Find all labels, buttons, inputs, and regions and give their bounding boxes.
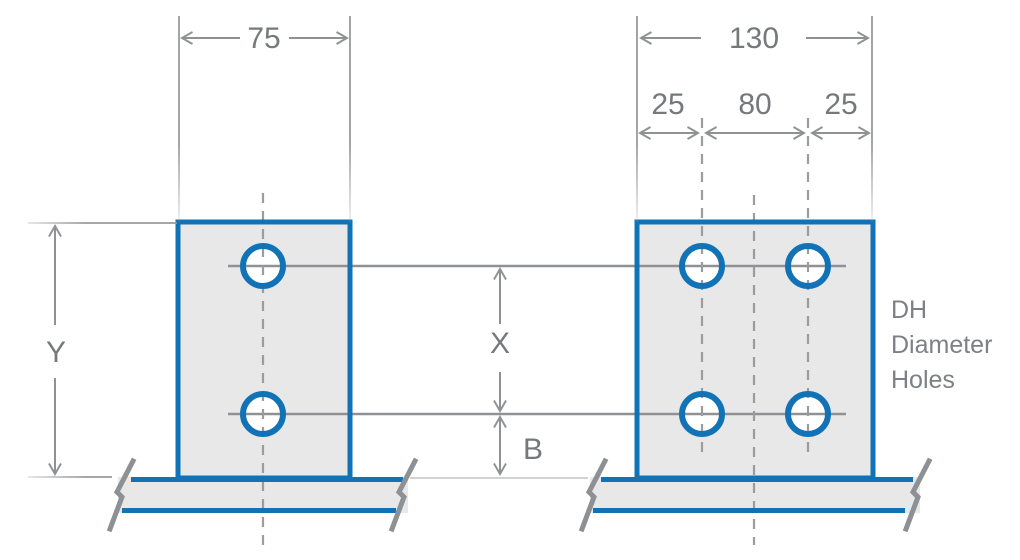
bolt-hole bbox=[785, 243, 831, 289]
dim-vertical-hole-spacing-label: X bbox=[490, 327, 510, 360]
dim-left-edge-offset-label: 25 bbox=[651, 88, 684, 121]
dimension-vertical-hole-spacing: X bbox=[490, 267, 510, 413]
hole-row-lines bbox=[228, 264, 846, 416]
dim-base-to-lower-hole-label: B bbox=[523, 433, 543, 466]
bolt-hole bbox=[240, 243, 286, 289]
dimension-left-plate-width: 75 bbox=[180, 22, 349, 55]
holes-note-line-1: DH bbox=[891, 296, 927, 324]
holes-note-line-2: Diameter bbox=[891, 331, 992, 359]
bolt-hole bbox=[679, 391, 725, 437]
bolt-hole bbox=[785, 391, 831, 437]
dim-right-edge-offset-label: 25 bbox=[824, 88, 857, 121]
dimension-base-to-lower-hole: B bbox=[493, 415, 543, 476]
dim-right-plate-width-label: 130 bbox=[729, 22, 779, 55]
extension-lines bbox=[28, 16, 873, 479]
right-plate-fill bbox=[637, 222, 873, 478]
dimension-overall-height: Y bbox=[46, 224, 66, 476]
bolt-hole bbox=[240, 391, 286, 437]
bolt-hole bbox=[679, 243, 725, 289]
hole-rings bbox=[240, 243, 831, 437]
dimension-right-plate-width: 130 bbox=[639, 22, 870, 55]
dimension-right-hole-layout: 25 80 25 bbox=[638, 88, 871, 140]
base-rail-edges bbox=[122, 477, 913, 513]
break-symbol bbox=[106, 457, 137, 533]
dim-overall-height-label: Y bbox=[46, 336, 66, 369]
break-symbol bbox=[902, 457, 933, 533]
break-symbols bbox=[106, 457, 933, 533]
break-symbol bbox=[388, 457, 419, 533]
dim-hole-spacing-label: 80 bbox=[738, 88, 771, 121]
dim-left-plate-width-label: 75 bbox=[247, 22, 280, 55]
holes-diameter-note: DH Diameter Holes bbox=[891, 296, 992, 394]
break-symbol bbox=[578, 457, 609, 533]
holes-note-line-3: Holes bbox=[891, 366, 955, 394]
